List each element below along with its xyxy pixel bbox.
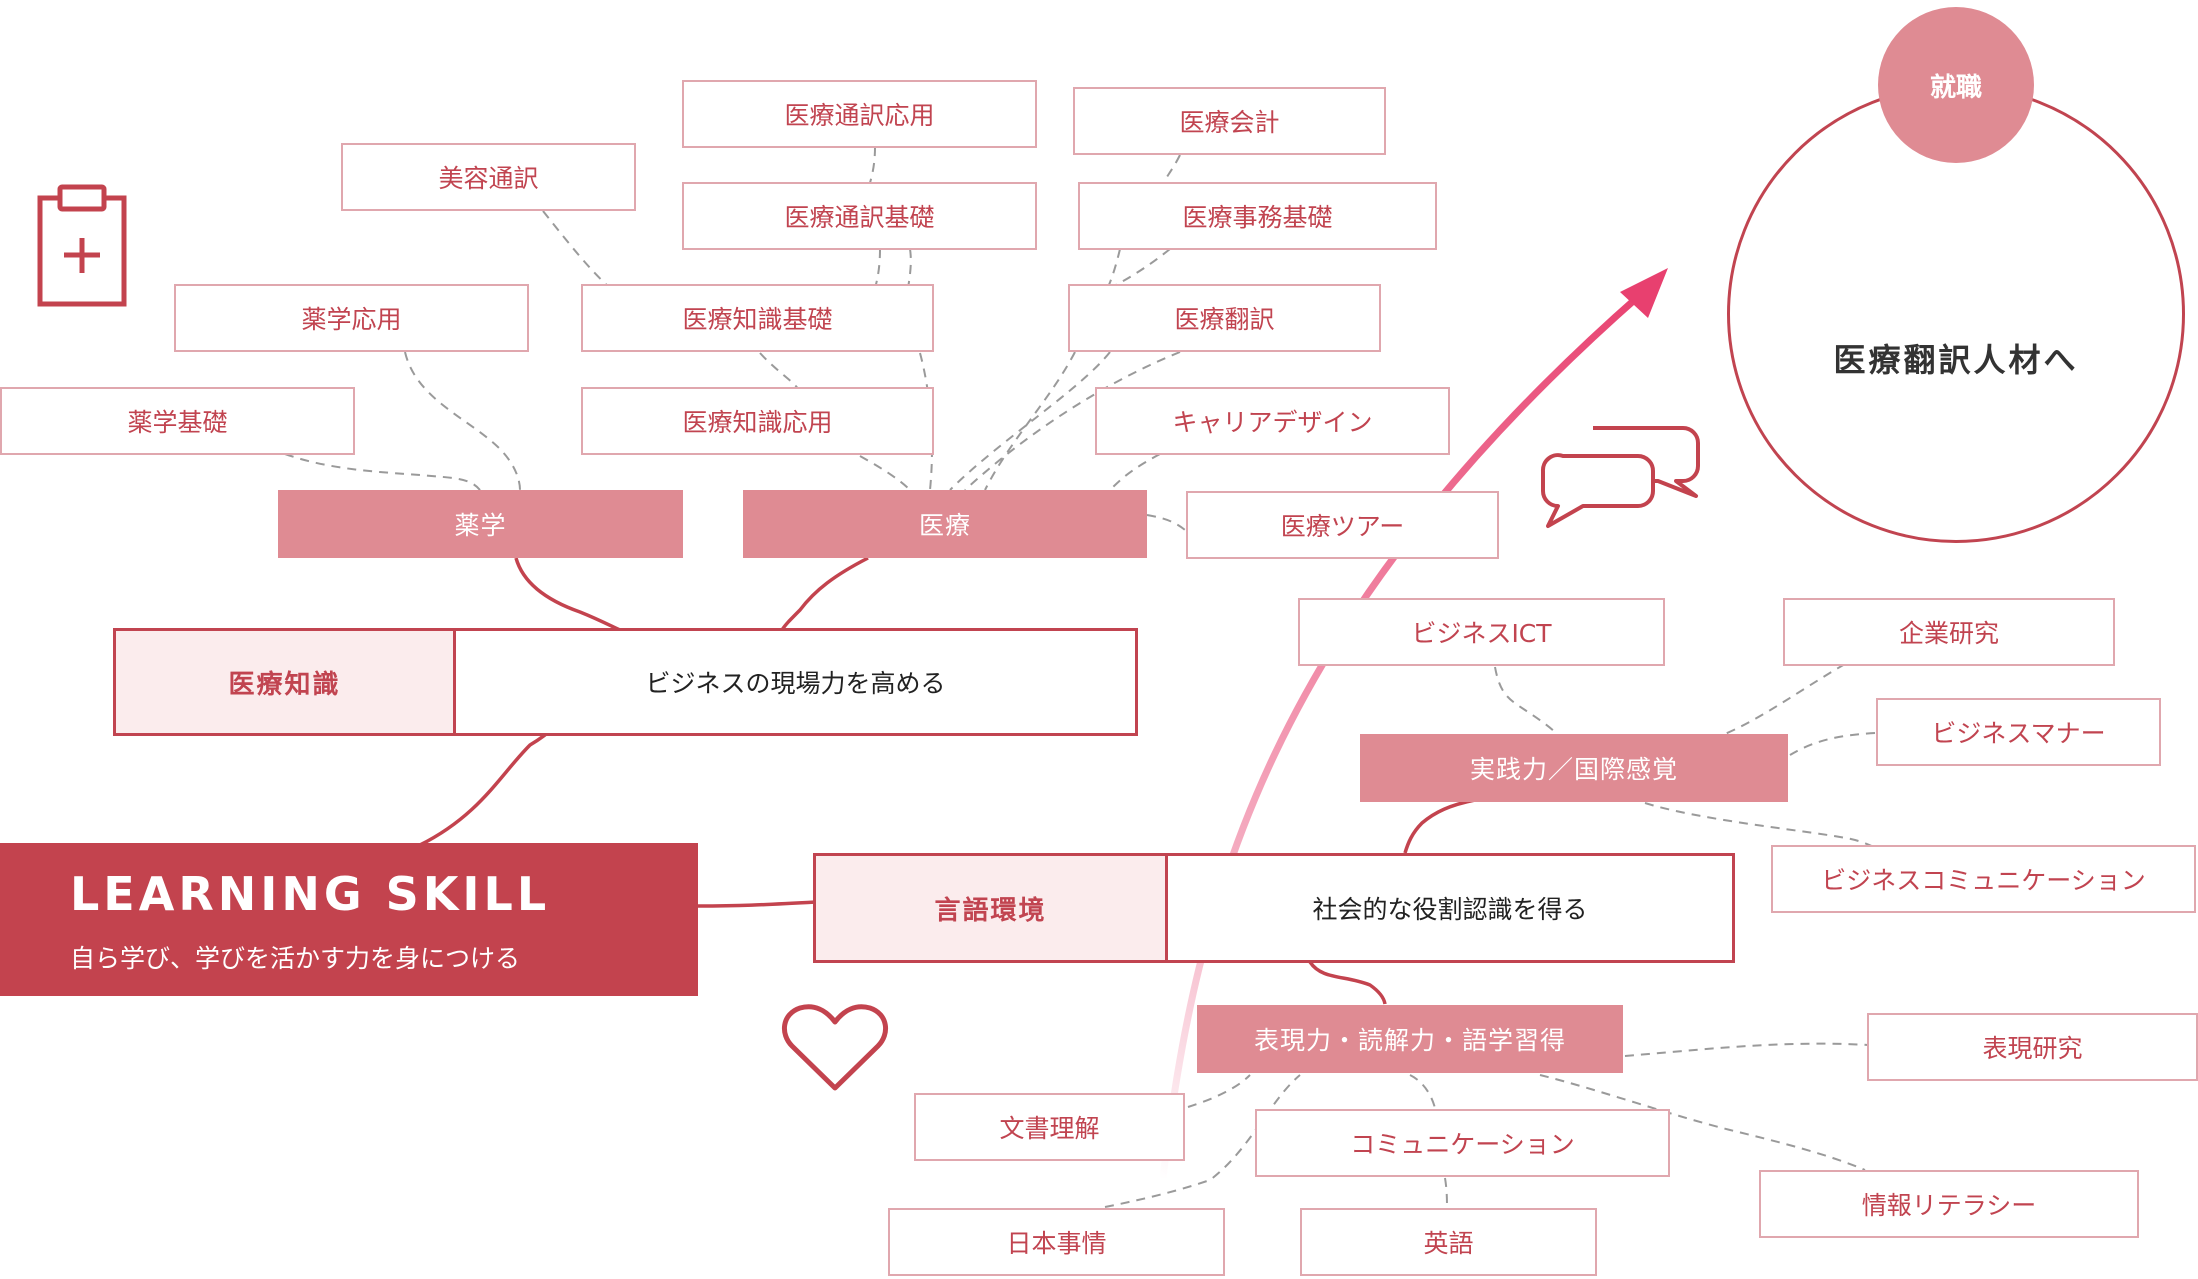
course-med-knowledge-basic: 医療知識基礎: [581, 284, 934, 352]
course-communication: コミュニケーション: [1255, 1109, 1670, 1177]
course-business-communication: ビジネスコミュニケーション: [1771, 845, 2196, 913]
goal-title: 医療翻訳人材へ: [1833, 341, 2079, 379]
course-med-accounting: 医療会計: [1073, 87, 1386, 155]
course-expression-research: 表現研究: [1867, 1013, 2198, 1081]
category-medicine: 医療: [743, 490, 1147, 558]
upward-arrow-line: [1159, 292, 1643, 1179]
category-pharmacy: 薬学: [278, 490, 683, 558]
dashed-connectors: [284, 146, 1881, 1211]
root-subtitle: 自ら学び、学びを活かす力を身につける: [70, 944, 521, 973]
course-med-tour: 医療ツアー: [1186, 491, 1499, 559]
upward-arrow-icon: [1620, 268, 1668, 318]
clipboard-plus-icon: [37, 184, 127, 307]
language-environment-group: 言語環境 社会的な役割認識を得る: [813, 853, 1735, 963]
category-practice: 実践力／国際感覚: [1360, 734, 1788, 802]
course-med-interp-applied: 医療通訳応用: [682, 80, 1037, 148]
course-career-design: キャリアデザイン: [1095, 387, 1450, 455]
course-med-knowledge-applied: 医療知識応用: [581, 387, 934, 455]
speech-bubbles-icon: [1541, 426, 1700, 528]
course-pharmacy-applied: 薬学応用: [174, 284, 529, 352]
course-business-manners: ビジネスマナー: [1876, 698, 2161, 766]
group-description-medical: ビジネスの現場力を高める: [645, 669, 946, 698]
course-corporate-research: 企業研究: [1783, 598, 2115, 666]
group-label-language: 言語環境: [816, 856, 1168, 960]
medical-knowledge-group: 医療知識 ビジネスの現場力を高める: [113, 628, 1138, 736]
learning-skill-root: LEARNING SKILL 自ら学び、学びを活かす力を身につける: [0, 843, 698, 996]
course-med-translation: 医療翻訳: [1068, 284, 1381, 352]
group-description-language: 社会的な役割認識を得る: [1312, 895, 1588, 924]
course-beauty-interpreting: 美容通訳: [341, 143, 636, 211]
course-document-comprehension: 文書理解: [914, 1093, 1185, 1161]
course-med-office-basic: 医療事務基礎: [1078, 182, 1437, 250]
course-pharmacy-basic: 薬学基礎: [0, 387, 355, 455]
group-label-medical: 医療知識: [116, 631, 456, 733]
course-med-interp-basic: 医療通訳基礎: [682, 182, 1037, 250]
goal-badge: 就職: [1878, 7, 2034, 163]
course-english: 英語: [1300, 1208, 1597, 1276]
course-info-literacy: 情報リテラシー: [1759, 1170, 2139, 1238]
course-japanese-affairs: 日本事情: [888, 1208, 1225, 1276]
course-business-ict: ビジネスICT: [1298, 598, 1665, 666]
heart-icon: [782, 1004, 888, 1091]
category-expression: 表現力・読解力・語学習得: [1197, 1005, 1623, 1073]
root-title: LEARNING SKILL: [70, 867, 551, 921]
